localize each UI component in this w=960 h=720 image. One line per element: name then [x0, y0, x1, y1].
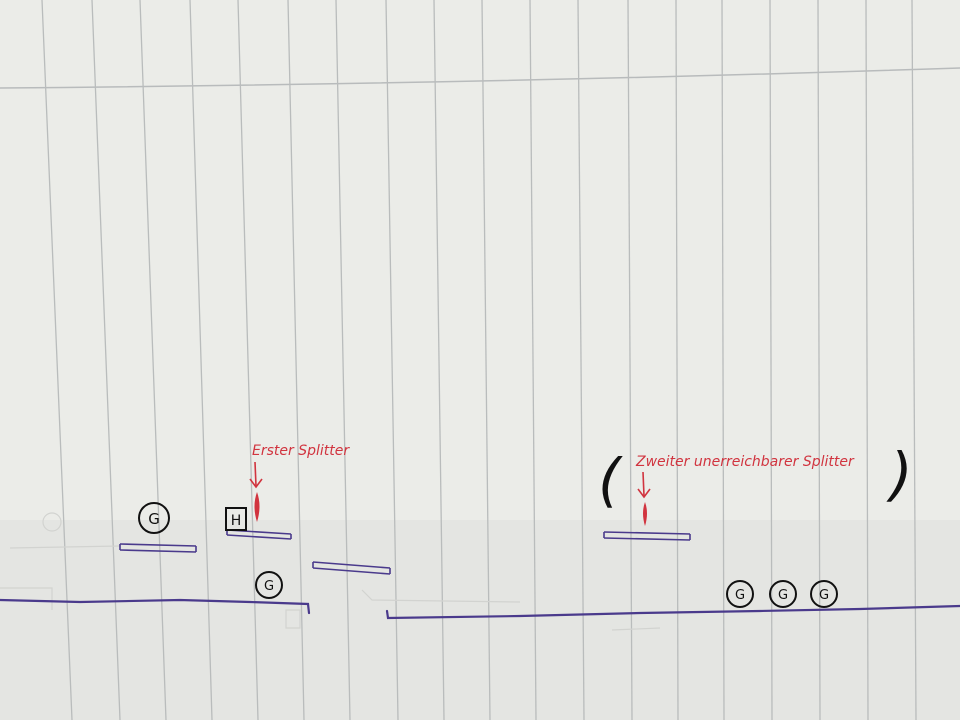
marker-g-3: G	[726, 580, 754, 608]
marker-g-2: G	[255, 571, 283, 599]
marker-g-4: G	[769, 580, 797, 608]
first-shard-icon	[254, 492, 260, 522]
second-shard-label: Zweiter unerreichbarer Splitter	[635, 454, 855, 470]
marker-letter: G	[264, 579, 274, 594]
platforms	[119, 529, 691, 575]
marker-letter: G	[819, 588, 829, 603]
second-shard-icon	[643, 502, 647, 526]
bleed-through-marks	[0, 512, 661, 631]
page-top-rule	[0, 67, 960, 89]
ground-right	[385, 604, 960, 620]
platform-1	[119, 543, 197, 553]
first-shard-label: Erster Splitter	[252, 443, 350, 459]
marker-letter: H	[231, 513, 242, 529]
marker-letter: G	[778, 588, 788, 603]
marker-g-5: G	[810, 580, 838, 608]
marker-letter: G	[148, 510, 160, 528]
marker-letter: G	[735, 588, 745, 603]
close-paren: )	[886, 440, 913, 508]
ground	[0, 598, 960, 620]
platform-4	[603, 531, 691, 541]
marker-h: H	[225, 507, 247, 531]
arrow-down-icon	[637, 471, 651, 499]
arrow-down-icon	[249, 461, 263, 489]
marker-g-1: G	[138, 502, 170, 534]
platform-3	[312, 561, 391, 575]
open-paren: (	[598, 446, 623, 514]
ground-left	[0, 598, 311, 615]
